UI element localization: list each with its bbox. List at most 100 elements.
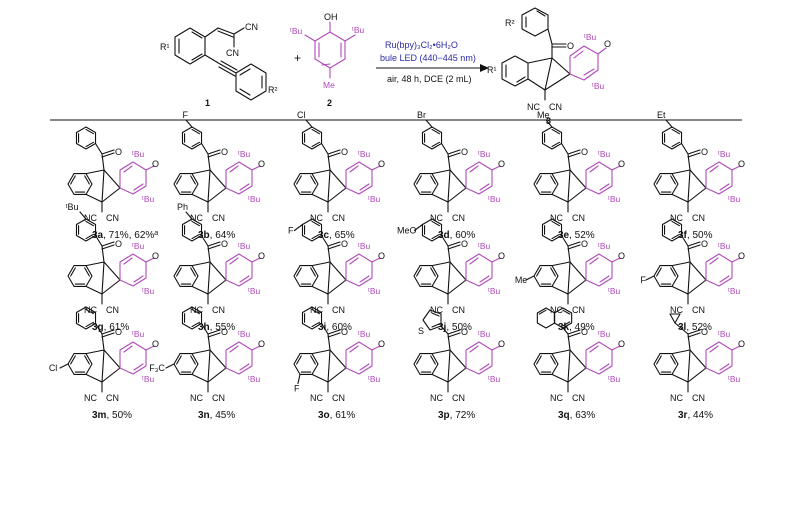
reactant-2: OH ᵗBu ᵗBu Me 2 — [290, 12, 365, 108]
carbonyl-o: O — [115, 147, 122, 157]
product-caption: 3p, 72% — [438, 410, 475, 421]
tbu-bottom: ᵗBu — [728, 194, 741, 204]
product-id: 3e — [558, 230, 570, 241]
product-id: 3a — [92, 230, 104, 241]
product-yield: , 65% — [329, 230, 355, 241]
aryl-substituent: MeO — [397, 226, 417, 236]
dienone-o: O — [152, 339, 159, 349]
ring-substituent: Me — [515, 275, 528, 285]
reaction-arrow: Ru(bpy)₃Cl₂•6H₂O bule LED (440−445 nm) a… — [376, 40, 489, 84]
cn-label: CN — [106, 213, 119, 223]
dienone-o: O — [258, 159, 265, 169]
product-tbu1: ᵗBu — [584, 32, 597, 42]
reactant-1: CN CN R¹ R² 1 — [160, 22, 278, 108]
product-caption: 3f, 50% — [678, 230, 713, 241]
product-caption: 3d, 60% — [438, 230, 475, 241]
product-id: 3n — [198, 410, 210, 421]
tbu-top: ᵗBu — [358, 149, 371, 159]
product-id: 3r — [678, 410, 688, 421]
tbu-bottom: ᵗBu — [248, 286, 261, 296]
cn-label: CN — [212, 213, 225, 223]
tbu-top: ᵗBu — [718, 241, 731, 251]
dienone-o: O — [378, 339, 385, 349]
aryl-substituent: Br — [417, 110, 426, 120]
product-r1: R¹ — [487, 65, 497, 75]
cn-label: CN — [106, 305, 119, 315]
tbu-top: ᵗBu — [718, 149, 731, 159]
cn-label: CN — [332, 213, 345, 223]
tbu-top: ᵗBu — [478, 241, 491, 251]
dienone-o: O — [258, 339, 265, 349]
product-o: O — [567, 41, 574, 51]
reactant2-oh: OH — [324, 12, 338, 22]
product-id: 3d — [438, 230, 450, 241]
carbonyl-o: O — [221, 147, 228, 157]
product-yield: , 55% — [210, 322, 236, 333]
carbonyl-o: O — [701, 147, 708, 157]
carbonyl-o: O — [341, 239, 348, 249]
product-caption: 3m, 50% — [92, 410, 132, 421]
product-r2: R² — [505, 18, 515, 28]
nc-label: NC — [430, 213, 443, 223]
nc-label: NC — [190, 393, 203, 403]
tbu-bottom: ᵗBu — [608, 194, 621, 204]
tbu-bottom: ᵗBu — [728, 286, 741, 296]
cn-label: CN — [452, 213, 465, 223]
product-yield: , 63% — [570, 410, 596, 421]
product-yield: , 44% — [687, 410, 713, 421]
dienone-o: O — [738, 251, 745, 261]
cn-label: CN — [212, 305, 225, 315]
aryl-substituent: Et — [657, 110, 666, 120]
aryl-substituent: Ph — [177, 202, 188, 212]
tbu-bottom: ᵗBu — [368, 286, 381, 296]
reactant1-r1: R¹ — [160, 42, 170, 52]
product-id: 3o — [318, 410, 330, 421]
tbu-top: ᵗBu — [358, 241, 371, 251]
carbonyl-o: O — [341, 147, 348, 157]
carbonyl-o: O — [581, 147, 588, 157]
product-caption: 3i, 60% — [318, 322, 352, 333]
tbu-bottom: ᵗBu — [728, 374, 741, 384]
thienyl-s: S — [418, 326, 424, 336]
dienone-o: O — [618, 159, 625, 169]
product-yield: , 50% — [687, 230, 713, 241]
cn-label: CN — [572, 213, 585, 223]
product-id: 3l — [678, 322, 687, 333]
dienone-o: O — [618, 339, 625, 349]
product-id: 3q — [558, 410, 570, 421]
dienone-o: O — [378, 251, 385, 261]
product-caption: 3q, 63% — [558, 410, 595, 421]
cn-label: CN — [692, 213, 705, 223]
carbonyl-o: O — [581, 239, 588, 249]
aryl-substituent: ᵗBu — [66, 202, 79, 212]
product-id: 3c — [318, 230, 330, 241]
product-caption: 3e, 52% — [558, 230, 595, 241]
nc-label: NC — [550, 213, 563, 223]
product-id: 3f — [678, 230, 688, 241]
product-caption: 3n, 45% — [198, 410, 235, 421]
reactant2-me: Me — [323, 80, 335, 90]
reactant1-r2: R² — [268, 85, 278, 95]
cn-label: CN — [572, 305, 585, 315]
ring-substituent: Cl — [49, 363, 58, 373]
cn-label: CN — [692, 393, 705, 403]
tbu-top: ᵗBu — [358, 329, 371, 339]
product-yield: , 50% — [446, 322, 472, 333]
aryl-substituent: Cl — [297, 110, 306, 120]
nc-label: NC — [190, 213, 203, 223]
carbonyl-o: O — [221, 239, 228, 249]
product-yield: , 60% — [326, 322, 352, 333]
dienone-o: O — [152, 159, 159, 169]
cn-label: CN — [332, 305, 345, 315]
cn-label: CN — [332, 393, 345, 403]
plus-sign: + — [294, 51, 301, 65]
